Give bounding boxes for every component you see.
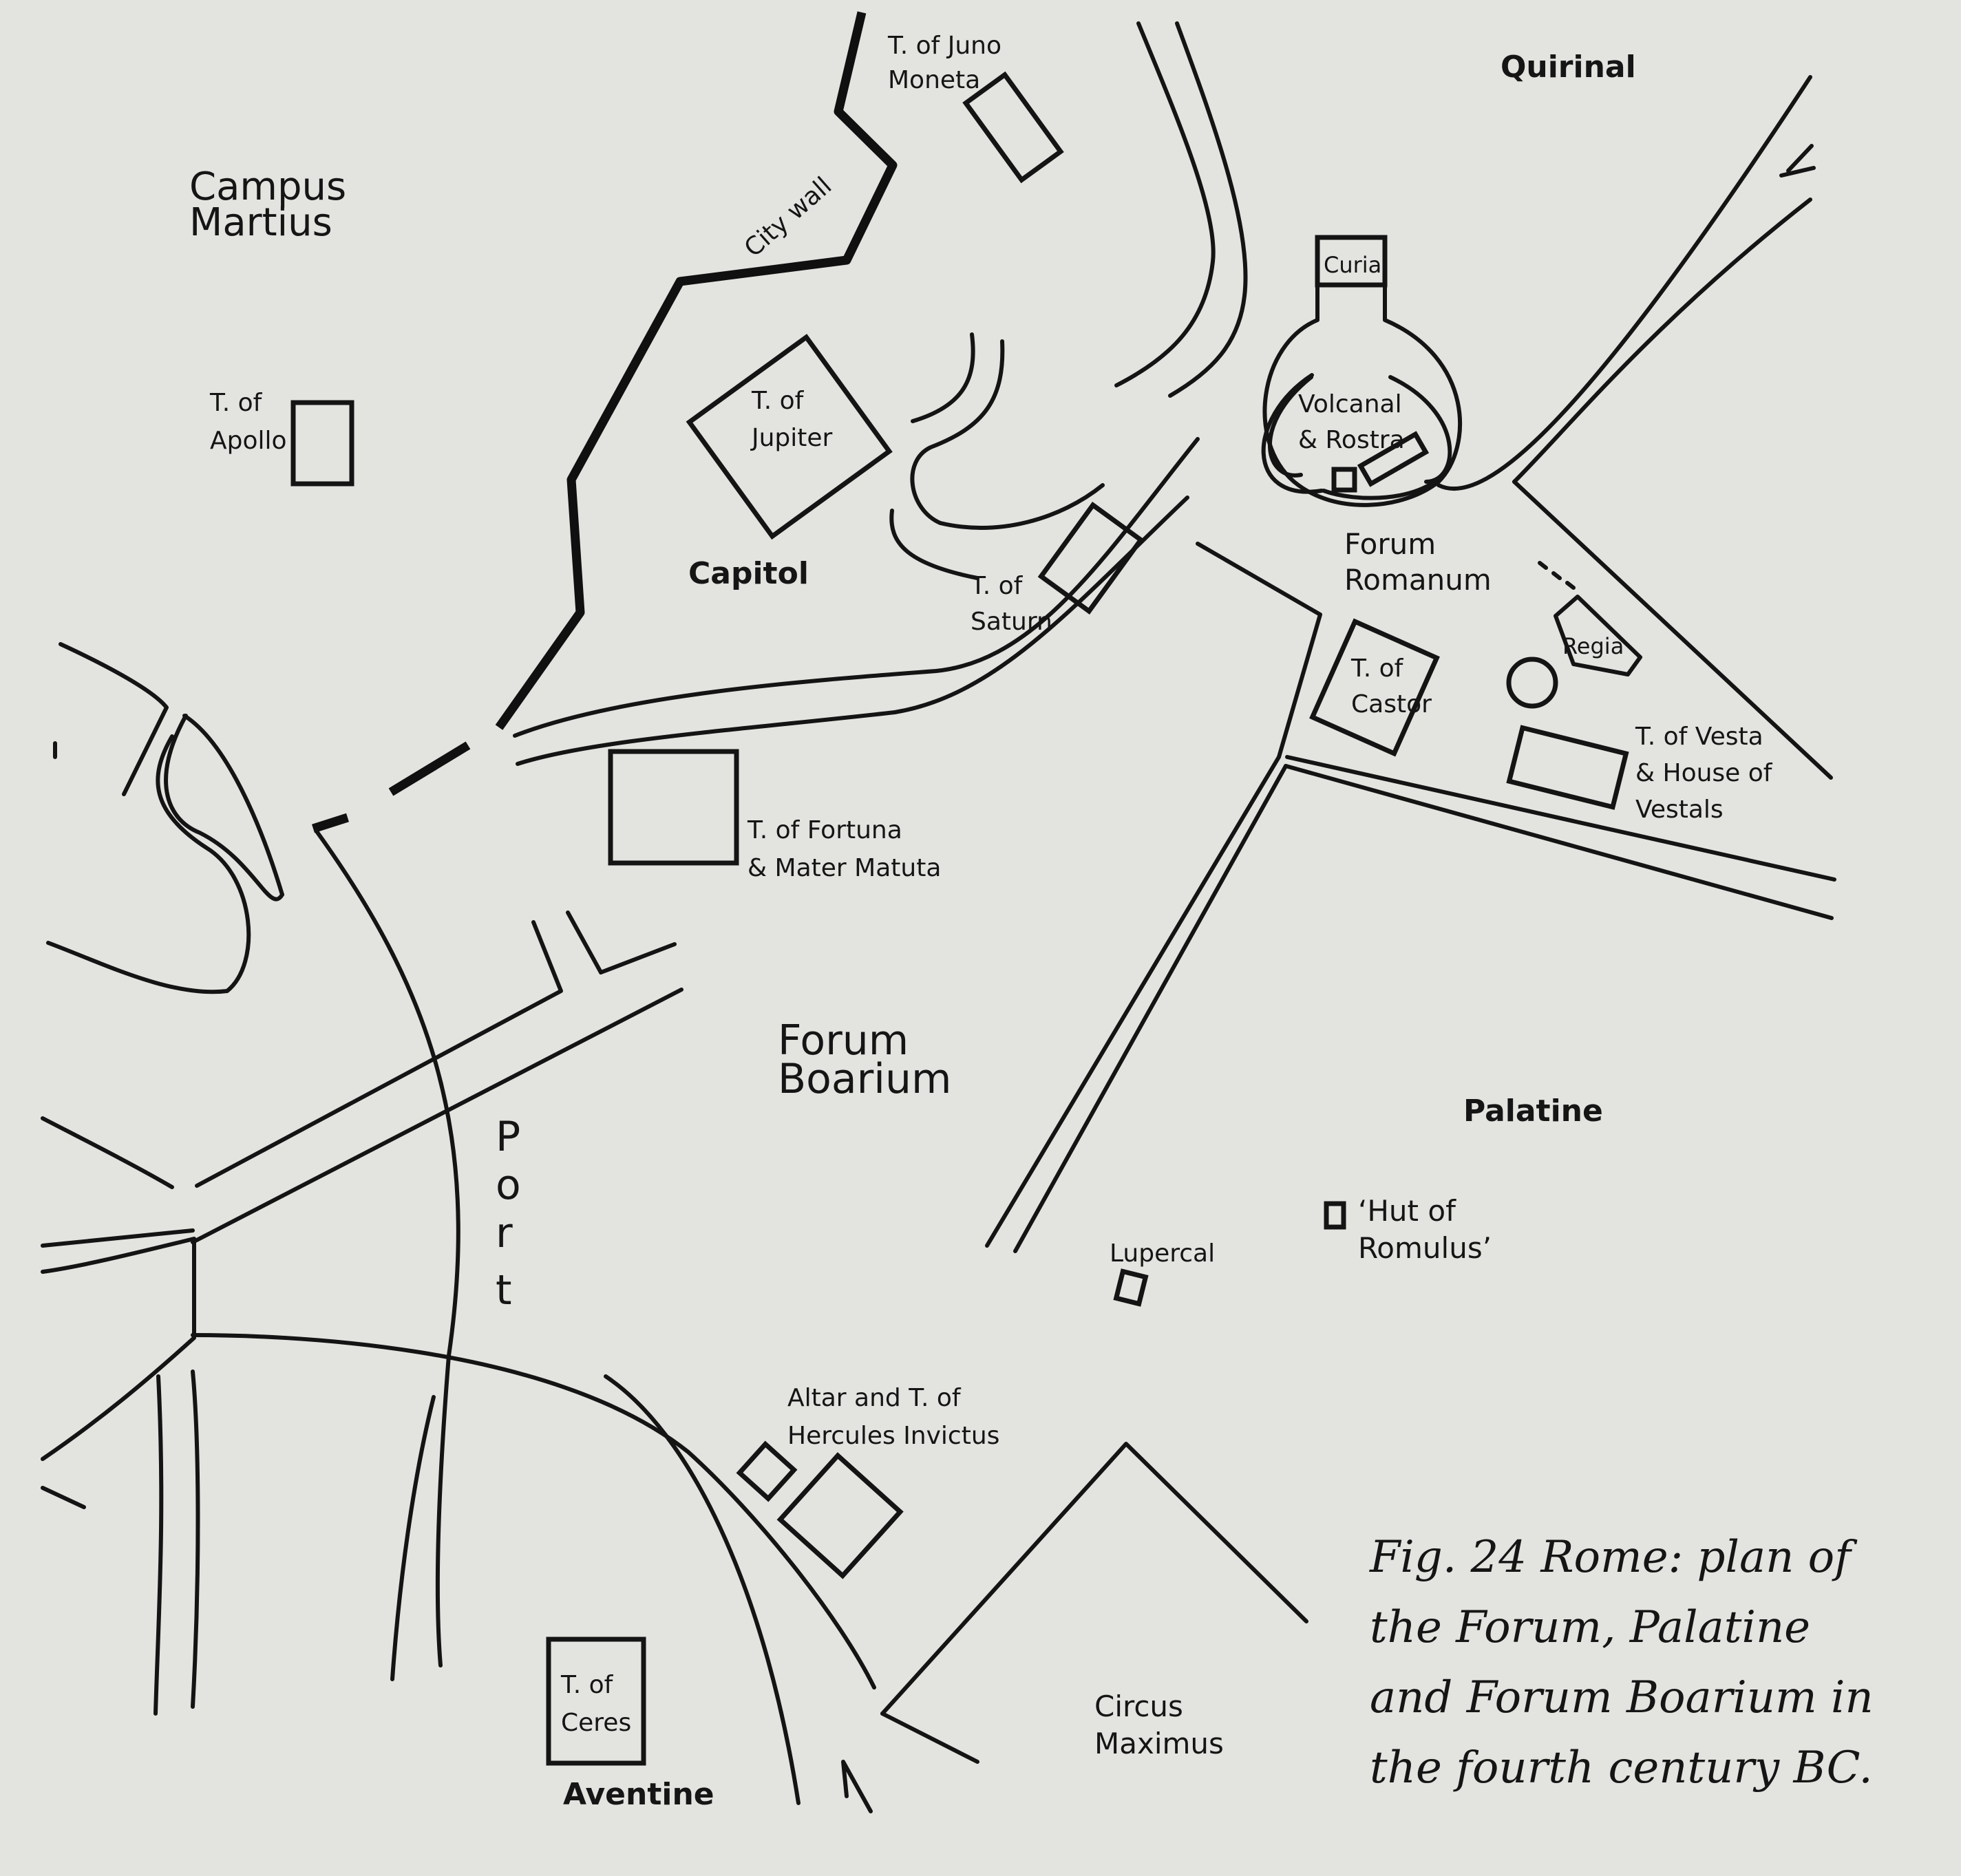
caption-line-4: the fourth century BC. [1370, 1742, 1873, 1793]
label-forum-romanum-1: Forum [1344, 527, 1436, 561]
label-hercules-2: Hercules Invictus [787, 1422, 999, 1450]
temple-vesta-building [1506, 725, 1629, 810]
label-juno-moneta-1: T. of Juno [887, 32, 1001, 60]
label-regia: Regia [1562, 633, 1624, 659]
label-vesta-3: Vestals [1635, 796, 1724, 824]
label-port-p: P [496, 1113, 520, 1161]
label-hercules-1: Altar and T. of [787, 1384, 962, 1412]
temple-saturn-building [1037, 502, 1145, 615]
label-capitol: Capitol [688, 556, 809, 591]
temple-jupiter-building [686, 334, 893, 540]
label-lupercal: Lupercal [1110, 1239, 1215, 1268]
roads [41, 21, 1836, 1813]
rostra-building [1357, 431, 1430, 487]
label-circus-maximus-1: Circus [1094, 1690, 1183, 1723]
map-labels: Quirinal Campus Martius City wall T. of … [189, 32, 1773, 1812]
buildings [290, 71, 1642, 1766]
label-vesta-2: & House of [1635, 759, 1773, 787]
label-port-o: o [496, 1161, 521, 1209]
label-saturn-2: Saturn [971, 608, 1052, 636]
label-volcanal-2: & Rostra [1298, 426, 1405, 454]
label-saturn-1: T. of [970, 572, 1024, 600]
label-port-r: r [496, 1209, 513, 1257]
label-jupiter-2: Jupiter [750, 424, 833, 452]
figure-caption: Fig. 24 Rome: plan of the Forum, Palatin… [1369, 1532, 1874, 1793]
volcanal-building [1331, 467, 1357, 493]
caption-line-3: and Forum Boarium in [1370, 1672, 1874, 1723]
label-circus-maximus-2: Maximus [1094, 1727, 1224, 1760]
label-juno-moneta-2: Moneta [888, 66, 980, 94]
altar-hercules-building [736, 1440, 798, 1502]
label-jupiter-1: T. of [751, 387, 805, 415]
label-curia: Curia [1324, 252, 1381, 278]
label-volcanal-1: Volcanal [1298, 390, 1402, 418]
label-palatine: Palatine [1463, 1094, 1603, 1129]
temple-hercules-building [776, 1452, 904, 1579]
label-campus-martius-1: Campus [189, 164, 346, 209]
lupercal-building [1113, 1268, 1149, 1307]
label-hut-of-romulus-1: ‘Hut of [1358, 1194, 1456, 1228]
caption-line-2: the Forum, Palatine [1370, 1602, 1810, 1653]
temple-fortuna-building [608, 749, 739, 866]
label-vesta-1: T. of Vesta [1635, 723, 1763, 751]
label-campus-martius-2: Martius [189, 200, 332, 245]
label-ceres-2: Ceres [561, 1709, 631, 1737]
label-aventine: Aventine [563, 1777, 714, 1812]
caption-line-1: Fig. 24 Rome: plan of [1369, 1532, 1858, 1583]
label-castor-2: Castor [1351, 690, 1432, 718]
label-city-wall: City wall [739, 172, 837, 263]
label-port-t: t [496, 1266, 512, 1314]
temple-ceres-building [546, 1637, 646, 1766]
label-forum-romanum-2: Romanum [1344, 563, 1492, 597]
hut-of-romulus-building [1324, 1201, 1346, 1230]
label-forum-boarium-1: Forum [778, 1016, 909, 1065]
label-quirinal: Quirinal [1501, 50, 1636, 85]
temple-castor-building [1309, 618, 1440, 757]
round-building [1506, 657, 1558, 709]
comitium-outline [1262, 283, 1463, 507]
temple-juno-moneta-building [962, 71, 1064, 184]
label-forum-boarium-2: Boarium [778, 1055, 951, 1103]
label-ceres-1: T. of [560, 1671, 614, 1699]
label-apollo-2: Apollo [210, 427, 287, 455]
label-apollo-1: T. of [209, 389, 263, 417]
label-fortuna-2: & Mater Matuta [748, 854, 941, 882]
label-hut-of-romulus-2: Romulus’ [1358, 1231, 1492, 1265]
temple-apollo-building [290, 400, 354, 487]
label-fortuna-1: T. of Fortuna [747, 816, 902, 844]
curia-building [1315, 235, 1388, 288]
regia-building [1554, 595, 1642, 676]
label-castor-1: T. of [1350, 654, 1404, 683]
city-wall [312, 11, 898, 833]
